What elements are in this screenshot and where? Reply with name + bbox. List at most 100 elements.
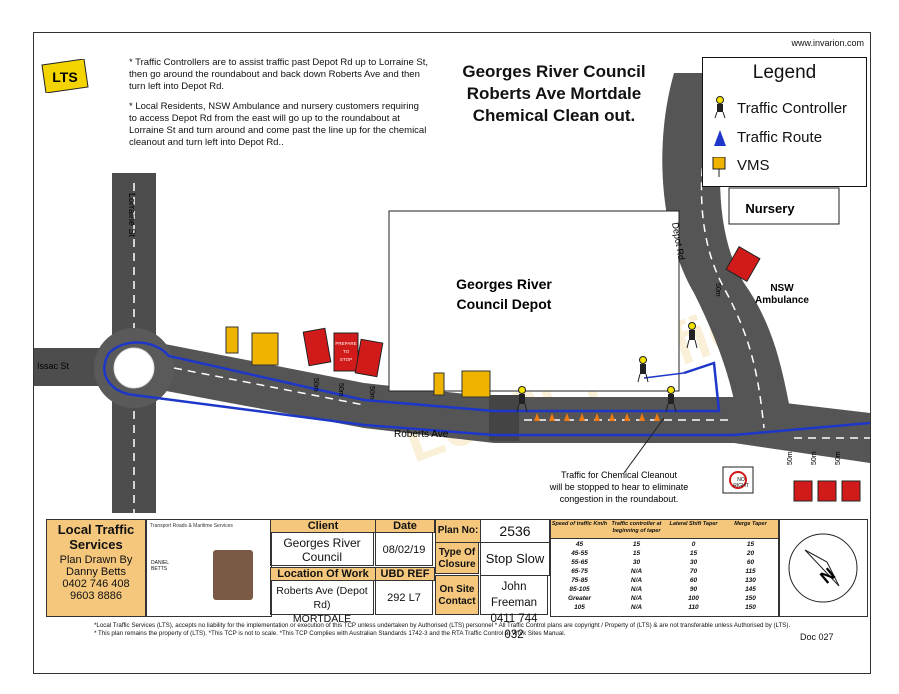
speed-table-cell: 60 (689, 577, 698, 584)
traffic-route (103, 341, 870, 437)
speed-table-cell: 115 (745, 568, 756, 575)
label-roberts-ave: Roberts Ave (394, 429, 449, 440)
plan-title: Georges River Council Roberts Ave Mortda… (414, 61, 694, 127)
title-line-3: Chemical Clean out. (472, 106, 636, 125)
label-nursery: Nursery (745, 201, 795, 216)
title-line-2: Roberts Ave Mortdale (466, 84, 642, 103)
card-org: Transport Roads & Maritime Services (150, 523, 233, 529)
speed-table-cell: 60 (746, 559, 755, 566)
speed-table-header: Merge Taper (734, 521, 767, 527)
speed-table-cell: 90 (689, 586, 698, 593)
ubd-value: 292 L7 (375, 580, 433, 615)
dist-6: 50m (811, 451, 818, 465)
company-block: Local Traffic Services Plan Drawn By Dan… (46, 519, 146, 617)
speed-table-cell: 45 (575, 541, 584, 548)
speed-table-cell: Greater (567, 595, 592, 602)
sign-ambulance (725, 246, 761, 282)
speed-table-cell: 30 (689, 559, 698, 566)
traffic-controller-icon (713, 96, 727, 123)
speed-table-cell: 150 (745, 595, 756, 602)
closure-value: Stop Slow (480, 542, 550, 576)
sign-workers-2 (354, 338, 384, 378)
label-ambulance-1: NSW (770, 283, 794, 294)
legend-item-controller: Traffic Controller (737, 100, 848, 117)
label-depot-1: Georges River (456, 276, 552, 292)
no-right-1: NO (737, 477, 745, 483)
label-issac-st: Issac St (37, 361, 70, 371)
vms-trailer-1 (225, 326, 279, 366)
speed-table-cell: 130 (745, 577, 756, 584)
note-2: * Local Residents, NSW Ambulance and nur… (129, 101, 427, 148)
footer-line-1: *Local Traffic Services (LTS), accepts n… (94, 622, 791, 629)
north-arrow-icon: N (788, 533, 858, 603)
lts-logo: LTS (40, 58, 90, 94)
speed-table-cell: 55-65 (571, 559, 588, 566)
plan-no-label: Plan No: (435, 519, 481, 543)
drawer-name: Danny Betts (66, 566, 126, 578)
notes: * Traffic Controllers are to assist traf… (129, 57, 429, 157)
speed-table-cell: 15 (632, 550, 641, 557)
speed-table-cell: N/A (630, 595, 643, 602)
speed-table-header: Lateral Shift Taper (669, 521, 718, 527)
sign-prepare-to-stop: PREPARE TO STOP (333, 332, 359, 372)
date-label: Date (375, 519, 435, 533)
speed-table-cell: 20 (746, 550, 755, 557)
speed-table-header: Speed of traffic Km/h (551, 521, 608, 527)
note-line-2: will be stopped to hear to eliminate (549, 482, 689, 492)
speed-table-cell: 0 (691, 541, 696, 548)
vms-icon (712, 156, 726, 182)
speed-table-header: Traffic controller at beginning of taper (611, 521, 662, 534)
speed-table-cell: N/A (630, 577, 643, 584)
footer-line-2: * This plan remains the property of (LTS… (94, 630, 566, 637)
speed-table-cell: 150 (745, 604, 756, 611)
label-depot-2: Council Depot (457, 296, 552, 312)
speed-table-cell: 85-105 (569, 586, 590, 593)
phone-1: 0402 746 408 (62, 578, 130, 590)
speed-table-cell: 110 (688, 604, 699, 611)
plan-no-value: 2536 (480, 519, 550, 543)
speed-table-cell: 75-85 (571, 577, 588, 584)
footer-disclaimer: *Local Traffic Services (LTS), accepts n… (94, 622, 854, 638)
dist-3: 50m (368, 386, 375, 400)
speed-table-cell: 15 (746, 541, 755, 548)
svg-text:PREPARE: PREPARE (335, 341, 356, 346)
traffic-route-icon (714, 130, 726, 151)
speed-table-cell: 70 (689, 568, 698, 575)
speed-table-cell: 100 (688, 595, 699, 602)
dist-5: 50m (787, 451, 794, 465)
svg-text:STOP: STOP (340, 357, 352, 362)
label-ambulance-2: Ambulance (755, 295, 809, 306)
sign-pair-east (793, 480, 861, 502)
speed-table-cell: 15 (632, 541, 641, 548)
company-name-2: Services (69, 537, 123, 552)
dist-4: 50m (714, 283, 721, 297)
company-name-1: Local Traffic (57, 522, 135, 537)
vms-trailer-2 (433, 370, 491, 398)
sign-no-right-turn (722, 466, 754, 494)
north-arrow-block: N (778, 519, 868, 617)
dist-2: 50m (337, 383, 344, 397)
note-line-1: Traffic for Chemical Cleanout (561, 470, 678, 480)
location-value: Roberts Ave (Depot Rd)MORTDALE (270, 580, 374, 625)
date-value: 08/02/19 (375, 532, 433, 566)
phone-2: 9603 8886 (70, 590, 122, 602)
card-photo (213, 550, 253, 600)
speed-table-cell: N/A (630, 568, 643, 575)
legend: Legend Traffic Controller Traffic Route … (702, 57, 867, 187)
svg-text:TO: TO (343, 349, 350, 354)
svg-text:LTS: LTS (52, 69, 77, 85)
legend-item-route: Traffic Route (737, 129, 823, 146)
depot-rd-road (662, 73, 794, 428)
legend-heading: Legend (752, 62, 817, 83)
traffic-control-plan: Local Traffic (33, 32, 871, 674)
title-line-1: Georges River Council (462, 62, 646, 81)
nursery-building (728, 187, 840, 225)
council-depot-building (388, 210, 680, 392)
traffic-controllers (516, 322, 698, 413)
label-lorraine-st: Lorraine St (127, 193, 137, 238)
